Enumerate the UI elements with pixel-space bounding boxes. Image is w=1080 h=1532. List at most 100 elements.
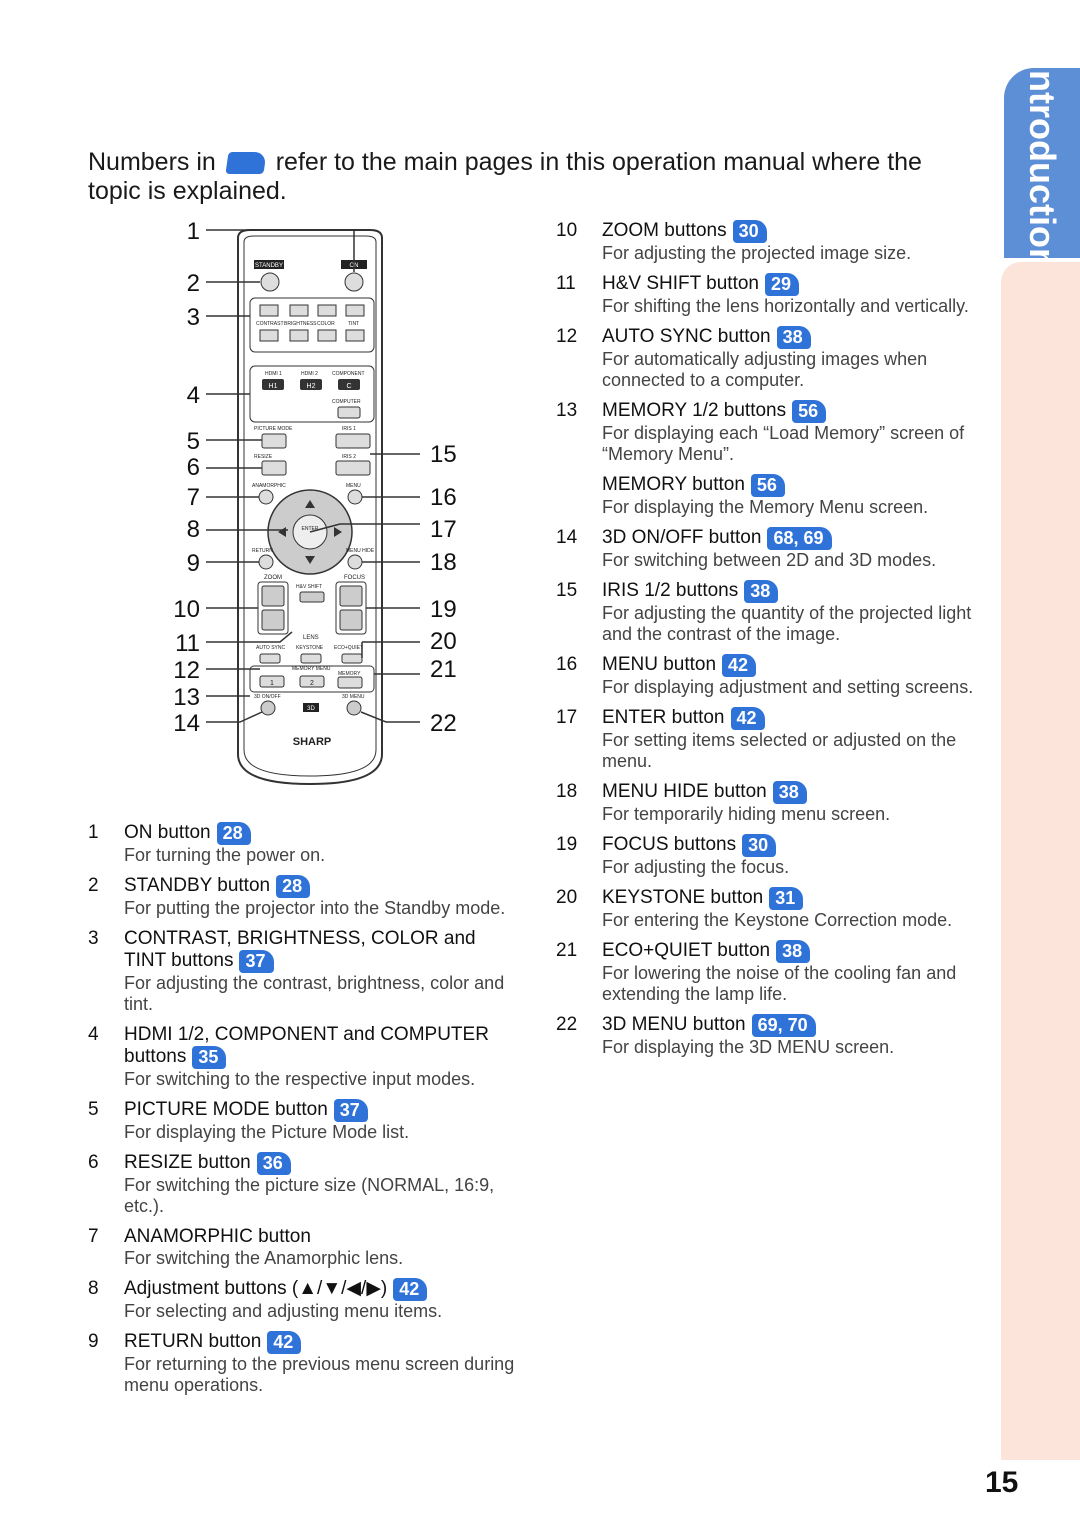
page-number: 15 [985,1466,1019,1499]
page-ref-badge: 30 [742,834,777,857]
callout-2: 2 [186,270,200,297]
item-name: MENU button [602,654,717,675]
memory-label: MEMORY [338,671,361,677]
item-description: For switching the picture size (NORMAL, … [124,1175,495,1216]
3d-label: 3D [307,706,315,712]
focus-label: FOCUS [344,575,365,581]
page-ref-badge: 29 [765,273,800,296]
item-number: 1 [88,822,99,843]
item-description: For turning the power on. [124,845,326,865]
item-number: 3 [88,928,99,949]
hdmi1-label: HDMI 1 [265,371,282,377]
h2-label: H2 [307,383,316,390]
callout-15: 15 [430,441,457,468]
3d-menu-label: 3D MENU [342,694,365,700]
item-name: ZOOM buttons [602,220,727,241]
item-description: For displaying the Memory Menu screen. [602,497,929,517]
item-description: For switching between 2D and 3D modes. [602,550,937,570]
callout-9: 9 [186,550,200,577]
item-number: 22 [556,1014,578,1035]
item-name: AUTO SYNC button [602,326,771,347]
remote-control-drawing: STANDBY ON CONTRAST BRIGHTNESS COLOR TIN… [206,229,420,786]
color-label: COLOR [317,321,335,327]
item-name: 3D ON/OFF button [602,527,762,548]
zoom-label: ZOOM [264,575,282,581]
item-description: For adjusting the projected image size. [602,243,912,263]
component-label: COMPONENT [332,371,365,377]
item-description: For adjusting the quantity of the projec… [602,603,972,644]
item-number: 14 [556,527,578,548]
remote-illustration: STANDBY ON CONTRAST BRIGHTNESS COLOR TIN… [160,214,470,794]
callout-3: 3 [186,304,200,331]
menu-hide-label: MENU HIDE [346,548,375,554]
callout-1: 1 [186,218,200,245]
page-ref-badge: 38 [744,580,779,603]
item-number: 4 [88,1024,99,1045]
callout-14: 14 [173,710,200,737]
iris1-label: IRIS 1 [342,426,356,432]
item-description: For setting items selected or adjusted o… [602,730,957,771]
memory1-label: 1 [270,680,274,687]
item-number: 11 [556,273,576,294]
callout-7: 7 [186,484,200,511]
item-number: 21 [556,940,578,961]
callout-5: 5 [186,428,200,455]
page-ref-badge: 28 [216,822,251,845]
callout-6: 6 [186,454,200,481]
item-description: For adjusting the contrast, brightness, … [124,973,505,1014]
item-description: For temporarily hiding menu screen. [602,804,891,824]
page-ref-badge: 38 [776,940,811,963]
item-number: 8 [88,1278,99,1299]
item-number: 7 [88,1226,99,1247]
section-tab-strip [1001,262,1080,1460]
computer-label: COMPUTER [332,399,361,405]
item-name: RETURN button [124,1331,262,1352]
resize-label: RESIZE [254,454,273,460]
item-description: For displaying the Picture Mode list. [124,1122,410,1142]
item-name: HDMI 1/2, COMPONENT and COMPUTER buttons [124,1024,489,1067]
item-name: H&V SHIFT button [602,273,759,294]
page-ref-badge: 56 [750,474,785,497]
page-ref-badge: 69, 70 [751,1014,816,1037]
picture-mode-label: PICTURE MODE [254,426,293,432]
item-description: For lowering the noise of the cooling fa… [602,963,957,1004]
callout-17: 17 [430,516,457,543]
item-number: 18 [556,781,578,802]
item-number: 17 [556,707,578,728]
memory-menu-label: MEMORY MENU [292,666,331,672]
page-ref-badge: 35 [192,1046,227,1069]
item-description: For switching to the respective input mo… [124,1069,476,1089]
item-number: 16 [556,654,578,675]
brand-logo: SHARP [293,736,332,748]
item-name: ON button [124,822,211,843]
brightness-label: BRIGHTNESS [284,321,317,327]
lens-label: LENS [303,635,319,641]
callout-4: 4 [186,382,200,409]
item-number: 9 [88,1331,99,1352]
standby-label: STANDBY [255,263,283,269]
contrast-label: CONTRAST [256,321,284,327]
item-name: MEMORY button [602,474,745,495]
item-name: ANAMORPHIC button [124,1226,311,1247]
page-ref-badge: 38 [776,326,811,349]
item-name: MENU HIDE button [602,781,767,802]
callout-21: 21 [430,656,457,683]
item-name: 3D MENU button [602,1014,746,1035]
callout-13: 13 [173,684,200,711]
item-description: For shifting the lens horizontally and v… [602,296,969,316]
item-number: 15 [556,580,578,601]
